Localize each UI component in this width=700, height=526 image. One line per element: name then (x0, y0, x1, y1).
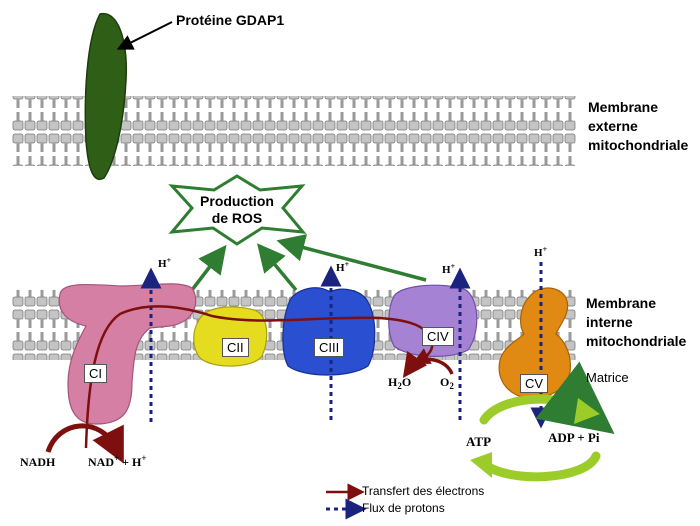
nadh-reaction-arc (45, 423, 124, 464)
adp-label: ADP + Pi (548, 430, 600, 445)
outer-membrane-label: Membrane externe mitochondriale (588, 98, 688, 155)
proton-h: H (336, 262, 345, 274)
inner-membrane-line3: mitochondriale (586, 333, 687, 349)
atp-cycle-head-right (574, 398, 600, 424)
complex-ciii-label: CIII (314, 338, 345, 357)
water-o: O (401, 375, 412, 389)
proton-plus: + (166, 256, 172, 265)
inner-membrane-line2: interne (586, 314, 633, 330)
proton-h: H (534, 247, 543, 259)
ros-line1: Production (200, 193, 274, 209)
oxygen-reduction-arc (402, 350, 454, 378)
complex-cv-label: CV (520, 374, 549, 393)
complex-ci-label: CI (84, 364, 107, 383)
nad-plus: + (114, 453, 120, 463)
nadh-label: NADH (20, 455, 56, 469)
atp-cycle-arrows (479, 361, 615, 482)
nad-text: NAD (88, 455, 114, 469)
atp-label: ATP (466, 434, 492, 449)
proton-plus: + (450, 262, 456, 271)
proton-plus: + (542, 245, 548, 254)
complex-civ-shape (388, 284, 478, 357)
proton-plus: + (344, 260, 350, 269)
inner-membrane-line1: Membrane (586, 295, 657, 311)
outer-membrane-line2: externe (588, 118, 638, 134)
nad-h-plus: + (141, 453, 147, 463)
ros-star (168, 174, 307, 246)
ros-arrows (190, 234, 427, 292)
matrice-label: Matrice (586, 370, 629, 385)
nad-label: NAD+ + H+ (88, 453, 147, 470)
oxygen-label: O2 (440, 375, 454, 391)
gdap1-pointer-arrow (116, 21, 173, 50)
proton-label-cv: H+ (534, 245, 548, 259)
gdap1-label: Protéine GDAP1 (176, 12, 285, 28)
outer-membrane-line1: Membrane (588, 99, 659, 115)
outer-membrane-line3: mitochondriale (588, 137, 689, 153)
legend-electron-text: Transfert des électrons (362, 484, 485, 498)
water-sub: 2 (397, 381, 402, 391)
ros-label: Production de ROS (194, 193, 280, 227)
inner-membrane-label: Membrane interne mitochondriale (586, 294, 686, 351)
oxygen-o: O (440, 375, 450, 389)
complex-civ-label: CIV (422, 327, 454, 346)
proton-label-ciii: H+ (336, 260, 350, 274)
proton-label-ci: H+ (158, 256, 172, 270)
proton-h: H (442, 264, 451, 276)
nad-rest: + H (119, 455, 142, 469)
complex-ciii-shape (282, 287, 376, 376)
oxygen-sub: 2 (449, 381, 454, 391)
proton-label-civ: H+ (442, 262, 456, 276)
complex-cii-shape (193, 306, 268, 367)
proton-h: H (158, 258, 167, 270)
ros-line2: de ROS (211, 210, 263, 226)
complex-cii-label: CII (222, 338, 249, 357)
legend-proton-text: Flux de protons (362, 501, 445, 515)
atp-cycle-head-left (470, 452, 492, 478)
water-h: H (388, 375, 398, 389)
water-label: H2O (388, 375, 412, 391)
